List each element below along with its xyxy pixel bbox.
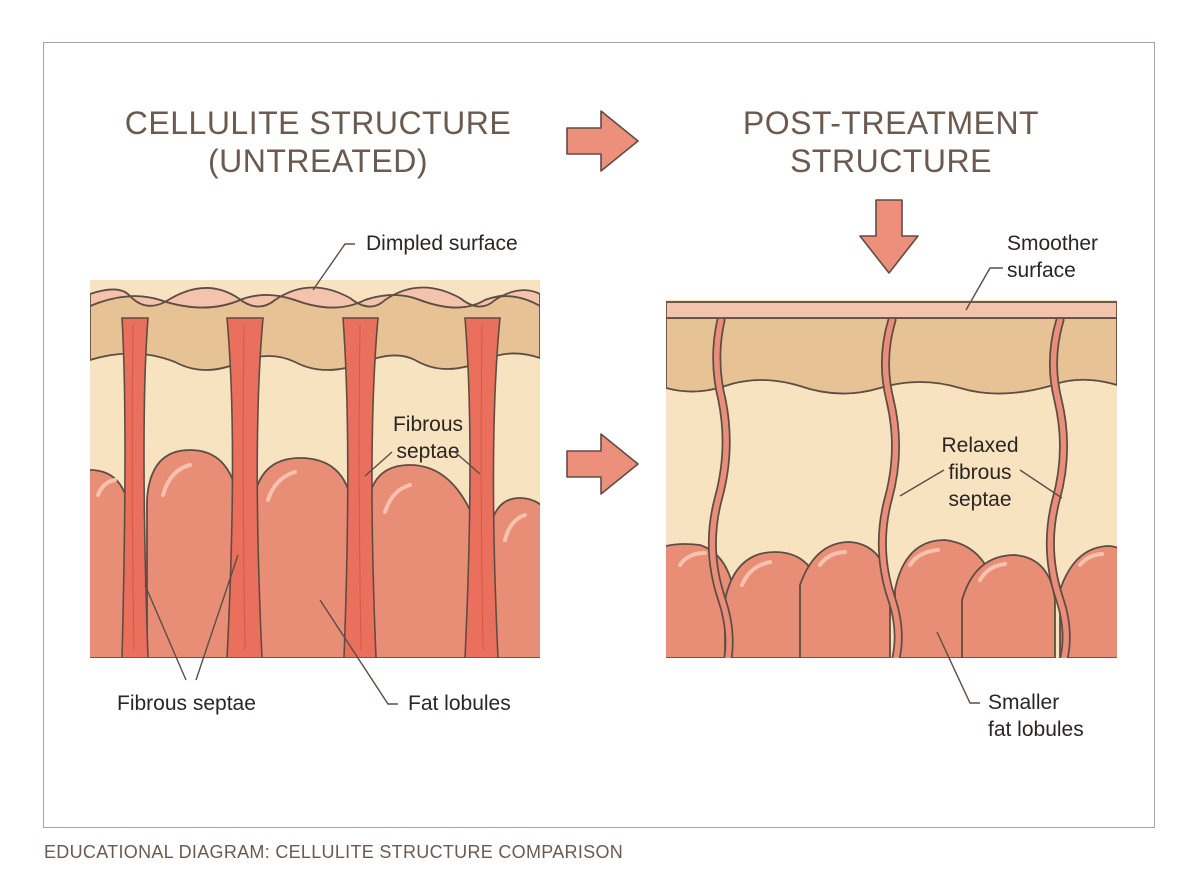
dimpled-skin-surface	[90, 286, 540, 309]
smooth-skin-surface	[666, 301, 1117, 319]
fibrous-septae-untreated	[121, 317, 501, 658]
diagram-caption: EDUCATIONAL DIAGRAM: CELLULITE STRUCTURE…	[44, 842, 624, 862]
diagram-frame	[43, 42, 1155, 828]
untreated-title: CELLULITE STRUCTURE (UNTREATED)	[124, 105, 512, 179]
relaxed-septae-label: Relaxed fibrous septae	[941, 434, 1019, 511]
leader-lines	[144, 243, 1063, 705]
relaxed-septae	[707, 315, 1071, 658]
arrow-icons	[566, 110, 919, 495]
right-arrow-icon	[566, 110, 639, 172]
fibrous-septae-bottom-label: Fibrous septae	[117, 692, 256, 715]
untreated-panel	[90, 280, 540, 658]
down-arrow-icon	[859, 199, 919, 274]
smoother-surface-label: Smoother surface	[1007, 232, 1099, 282]
right-arrow-icon-middle	[566, 433, 639, 495]
dimpled-surface-label: Dimpled surface	[366, 232, 518, 255]
lobule-highlights	[96, 463, 527, 542]
post-treatment-panel	[666, 300, 1117, 658]
fat-lobules-untreated	[90, 449, 540, 658]
smaller-fat-lobules-label: Smaller fat lobules	[988, 691, 1084, 741]
fibrous-septae-mid-label: Fibrous septae	[392, 413, 464, 463]
lobule-highlights-treated	[678, 548, 1104, 587]
post-treatment-title: POST-TREATMENT STRUCTURE	[742, 105, 1040, 179]
fat-lobules-label: Fat lobules	[408, 692, 511, 715]
